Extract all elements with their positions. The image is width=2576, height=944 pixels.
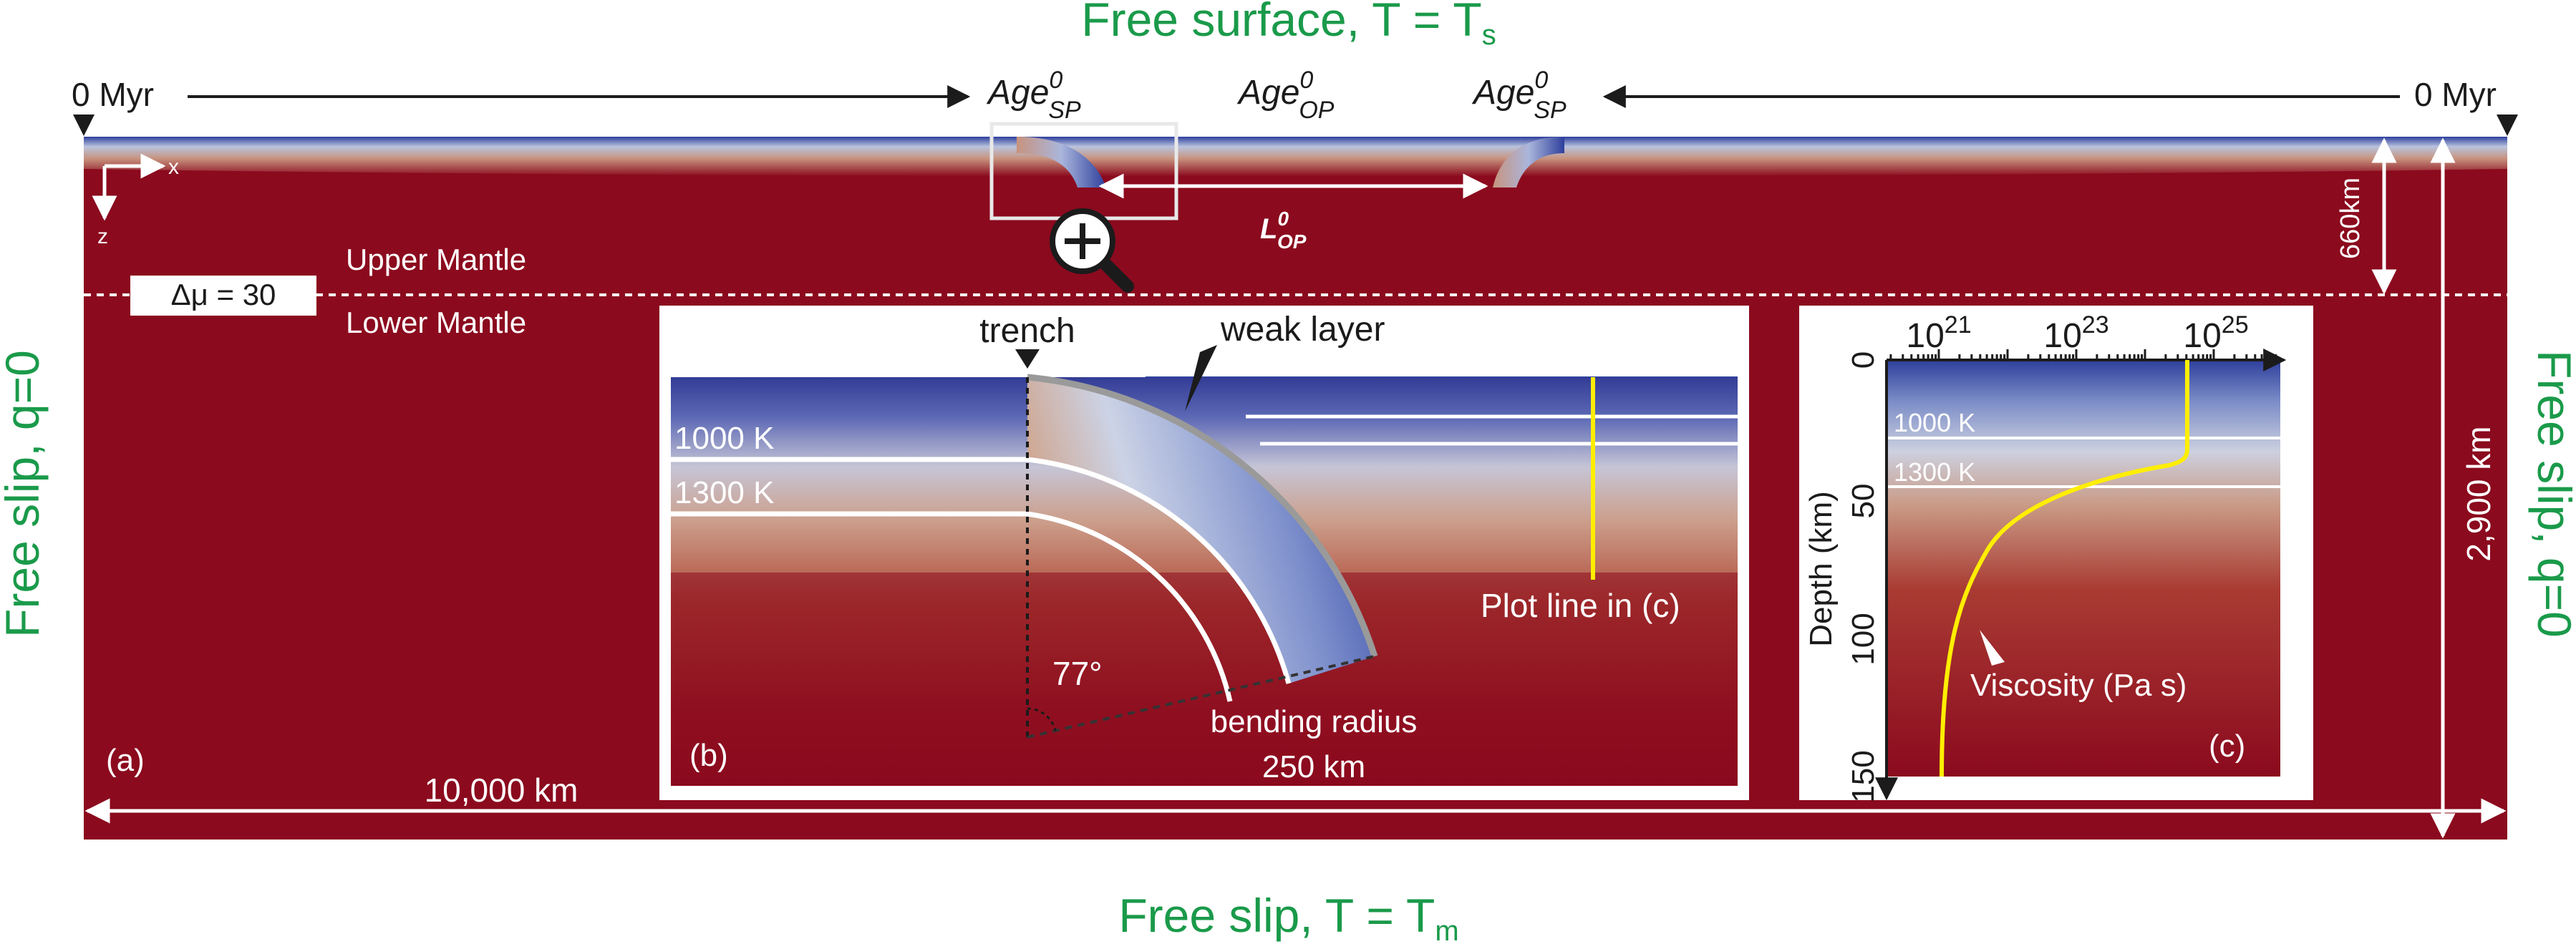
isotherm-1300k — [671, 511, 1233, 702]
viscosity-minor-ticks — [1889, 349, 2277, 360]
weak-layer-pointer — [1185, 345, 1217, 412]
panel-b-deep-mantle — [671, 573, 1738, 786]
viscosity-jump-box — [130, 276, 316, 316]
left-0myr-label: 0 Myr — [72, 76, 154, 113]
ytick-0: 0 — [1846, 351, 1881, 369]
panel-c-label: (c) — [2209, 729, 2245, 764]
width-label: 10,000 km — [425, 772, 578, 809]
slab-left-small — [1017, 137, 1106, 188]
axis-x-label: x — [168, 155, 179, 179]
viscosity-curve-label: Viscosity (Pa s) — [1970, 668, 2187, 703]
left-boundary-label: Free slip, q=0 — [0, 350, 49, 638]
bending-radius-line — [1027, 655, 1375, 739]
lower-mantle-label: Lower Mantle — [346, 306, 526, 339]
ytick-100: 100 — [1846, 613, 1881, 665]
xtick-1: 1021 — [1906, 311, 1971, 355]
iso-1300-label: 1300 K — [674, 475, 774, 510]
iso-1300-label-c: 1300 K — [1894, 457, 1975, 487]
iso-1000-label: 1000 K — [674, 421, 774, 456]
panel-c: 1000 K 1300 K 1021 1023 1025 0 50 100 15… — [1799, 306, 2313, 803]
trench-label: trench — [979, 312, 1075, 350]
bottom-boundary-label: Free slip, T = Tm — [1118, 889, 1458, 944]
plot-line-label: Plot line in (c) — [1481, 587, 1680, 624]
trench-marker-icon — [1015, 349, 1040, 369]
panel-b-label: (b) — [689, 738, 728, 773]
magnifier-handle — [1100, 258, 1134, 293]
depth-axis-label: Depth (km) — [1803, 491, 1839, 647]
right-0myr-label: 0 Myr — [2414, 76, 2497, 113]
angle-label: 77° — [1052, 655, 1103, 692]
xtick-3: 1025 — [2183, 311, 2248, 355]
panel-a-label: (a) — [106, 743, 145, 778]
ytick-150: 150 — [1846, 750, 1881, 802]
bending-label-1: bending radius — [1211, 704, 1418, 739]
weak-layer — [1027, 374, 1378, 658]
depth-label: 2,900 km — [2460, 426, 2497, 561]
right-boundary-label: Free slip, q=0 — [2528, 350, 2576, 638]
left-0myr-marker — [73, 115, 95, 136]
bending-label-2: 250 km — [1262, 749, 1365, 784]
right-0myr-marker — [2497, 115, 2518, 136]
ytick-50: 50 — [1846, 484, 1881, 519]
plus-icon — [1065, 223, 1100, 259]
top-thermal-layer — [84, 137, 2507, 177]
curved-slab — [1027, 377, 1375, 683]
slab-right-small — [1493, 137, 1564, 188]
isotherm-1000k — [671, 457, 1292, 684]
660km-label: 660km — [2335, 177, 2366, 259]
top-boundary-label: Free surface, T = Ts — [1081, 0, 1496, 51]
xtick-2: 1023 — [2043, 311, 2108, 355]
viscosity-profile — [1940, 360, 2189, 777]
axis-z-label: z — [97, 225, 108, 248]
upper-mantle-label: Upper Mantle — [346, 243, 526, 276]
panel-c-plot-area — [1887, 360, 2280, 777]
viscosity-pointer — [1980, 630, 2005, 666]
viscosity-jump-label: Δμ = 30 — [171, 278, 276, 311]
panel-b: 1000 K 1300 K 77° bending radius 250 km … — [659, 306, 1749, 800]
weak-layer-label: weak layer — [1220, 311, 1385, 349]
iso-1000-label-c: 1000 K — [1894, 408, 1975, 437]
